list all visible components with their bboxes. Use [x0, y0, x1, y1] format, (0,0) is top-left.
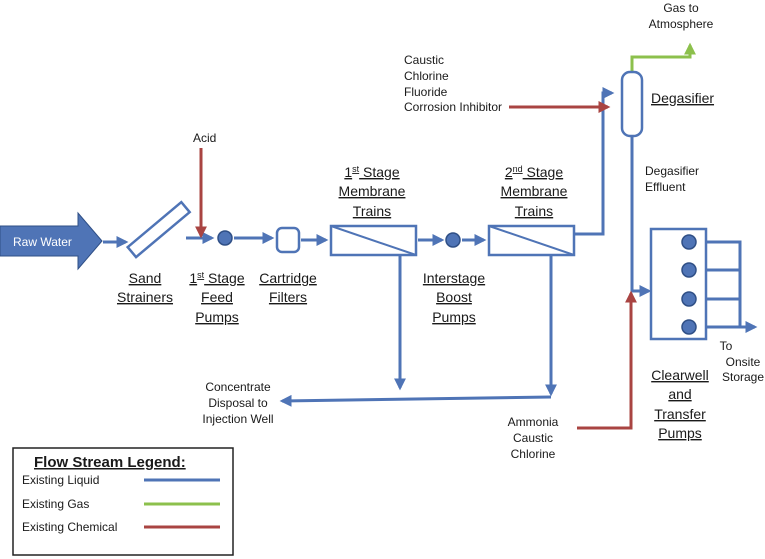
svg-text:Ammonia: Ammonia [508, 415, 559, 429]
legend-item-gas: Existing Gas [22, 497, 220, 511]
svg-text:Interstage: Interstage [423, 270, 485, 286]
svg-text:Strainers: Strainers [117, 289, 173, 305]
svg-text:1st Stage: 1st Stage [344, 164, 400, 180]
cartridge-filter [275, 226, 301, 254]
svg-text:Injection Well: Injection Well [202, 412, 273, 426]
svg-text:Trains: Trains [353, 203, 391, 219]
svg-text:Membrane: Membrane [339, 183, 406, 199]
stage2-membrane-train [487, 224, 576, 257]
svg-text:Concentrate: Concentrate [205, 380, 271, 394]
clearwell-chemicals-label: Ammonia Caustic Chlorine [508, 415, 559, 461]
svg-text:Pumps: Pumps [432, 309, 476, 325]
svg-text:Transfer: Transfer [654, 406, 706, 422]
svg-text:Caustic: Caustic [404, 53, 444, 67]
svg-text:Onsite: Onsite [726, 355, 761, 369]
svg-text:Boost: Boost [436, 289, 472, 305]
svg-text:2nd Stage: 2nd Stage [505, 164, 564, 180]
svg-text:Effluent: Effluent [645, 180, 686, 194]
to-storage-label: To Onsite Storage [720, 339, 765, 384]
svg-text:Sand: Sand [129, 270, 162, 286]
transfer-pump [681, 319, 697, 335]
clearwell-label: Clearwell and Transfer Pumps [651, 367, 709, 441]
stage1-trains-label: 1st Stage Membrane Trains [339, 164, 406, 219]
svg-text:Existing Chemical: Existing Chemical [22, 520, 117, 534]
svg-text:Storage: Storage [722, 370, 764, 384]
svg-text:Feed: Feed [201, 289, 233, 305]
legend-item-liquid: Existing Liquid [22, 473, 220, 487]
svg-text:Corrosion Inhibitor: Corrosion Inhibitor [404, 100, 502, 114]
sand-strainer [125, 200, 192, 259]
legend-box [12, 447, 234, 556]
degasifier-vessel [620, 70, 644, 138]
transfer-pump [681, 234, 697, 250]
stage2-trains-label: 2nd Stage Membrane Trains [501, 164, 568, 219]
svg-text:Filters: Filters [269, 289, 307, 305]
svg-text:Chlorine: Chlorine [404, 69, 449, 83]
svg-text:To: To [720, 339, 733, 353]
legend-title: Flow Stream Legend: [34, 454, 186, 471]
svg-text:Cartridge: Cartridge [259, 270, 317, 286]
gas-vent-line [630, 42, 696, 74]
legend-item-chemical: Existing Chemical [22, 520, 220, 534]
svg-text:Existing Liquid: Existing Liquid [22, 473, 99, 487]
transfer-pump [681, 262, 697, 278]
svg-text:and: and [668, 386, 691, 402]
svg-text:1st Stage: 1st Stage [189, 270, 245, 286]
svg-text:Membrane: Membrane [501, 183, 568, 199]
svg-text:Caustic: Caustic [513, 431, 553, 445]
interstage-pumps-label: Interstage Boost Pumps [423, 270, 485, 325]
sand-strainers-label: Sand Strainers [117, 270, 173, 305]
svg-text:Clearwell: Clearwell [651, 367, 709, 383]
raw-water-arrow: Raw Water [0, 211, 103, 271]
interstage-pump [445, 232, 461, 248]
liquid-flow-lines [103, 87, 758, 407]
legend: Flow Stream Legend: Existing Liquid Exis… [12, 447, 234, 556]
cartridge-filters-label: Cartridge Filters [259, 270, 317, 305]
svg-text:Gas to: Gas to [663, 1, 699, 15]
feed-pump [217, 230, 233, 246]
svg-text:Pumps: Pumps [195, 309, 239, 325]
stage1-membrane-train [329, 224, 418, 257]
svg-text:Disposal to: Disposal to [208, 396, 268, 410]
svg-text:Pumps: Pumps [658, 425, 702, 441]
svg-text:Chlorine: Chlorine [511, 447, 556, 461]
acid-label: Acid [193, 131, 216, 145]
feed-pumps-label: 1st Stage Feed Pumps [189, 270, 245, 325]
gas-to-atmosphere-label: Gas to Atmosphere [649, 1, 714, 31]
svg-text:Atmosphere: Atmosphere [649, 17, 714, 31]
svg-text:Existing Gas: Existing Gas [22, 497, 89, 511]
clearwell-tank [649, 227, 708, 341]
raw-water-label: Raw Water [13, 235, 72, 249]
degasifier-chemicals-label: Caustic Chlorine Fluoride Corrosion Inhi… [404, 53, 502, 114]
transfer-pump [681, 291, 697, 307]
degasifier-label: Degasifier [651, 90, 714, 106]
degasifier-effluent-label: Degasifier Effluent [645, 164, 699, 194]
svg-text:Trains: Trains [515, 203, 553, 219]
chemical-feed-lines [195, 101, 637, 430]
concentrate-disposal-label: Concentrate Disposal to Injection Well [202, 380, 273, 426]
svg-text:Fluoride: Fluoride [404, 85, 448, 99]
svg-text:Degasifier: Degasifier [645, 164, 699, 178]
